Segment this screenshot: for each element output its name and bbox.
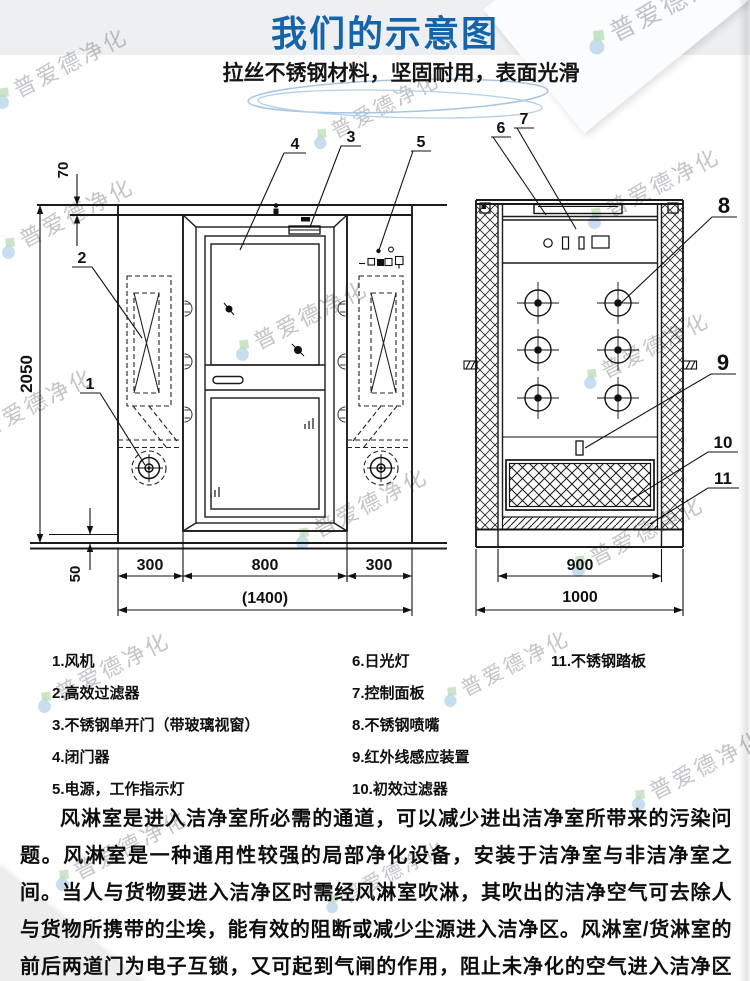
side-view-inner-walls xyxy=(497,204,663,547)
dim-overall-side: 1000 xyxy=(562,589,598,606)
indicator-filled-square xyxy=(377,259,384,266)
product-description: 风淋室是进入洁净室所必需的通道，可以减少进出洁净室所带来的污染问题。风淋室是一种… xyxy=(20,808,732,978)
lamp-corner-block xyxy=(481,204,486,209)
front-view-outline xyxy=(30,204,447,550)
legend-item: 7.控制面板 xyxy=(352,685,425,702)
wall-mount-tabs xyxy=(463,360,698,370)
primary-filter xyxy=(505,459,655,511)
front-view-door xyxy=(182,214,348,532)
infrared-sensor xyxy=(502,436,658,456)
legend-item: 6.日光灯 xyxy=(352,653,410,670)
dim-right-column: 300 xyxy=(366,557,393,574)
fan-crosshairs xyxy=(135,454,395,482)
nozzles xyxy=(517,282,639,419)
power-indicator-cluster xyxy=(359,246,404,269)
callout-1: 1 xyxy=(86,376,95,393)
callout-3: 3 xyxy=(347,129,356,146)
legend-item: 8.不锈钢喷嘴 xyxy=(352,717,440,734)
legend-item: 4.闭门器 xyxy=(52,749,110,766)
callout-7: 7 xyxy=(520,111,529,128)
page-subtitle: 拉丝不锈钢材料，坚固耐用，表面光滑 xyxy=(222,62,580,85)
callout-6: 6 xyxy=(497,120,506,137)
legend-column-3: 11.不锈钢踏板 xyxy=(551,646,646,678)
door-closer xyxy=(288,217,321,235)
callout-8: 8 xyxy=(718,193,730,218)
legend-item: 3.不锈钢单开门（带玻璃视窗） xyxy=(52,717,260,734)
callout-4: 4 xyxy=(291,136,300,153)
callout-numbers: 1 2 3 4 5 6 7 8 9 10 11 xyxy=(78,111,733,488)
left-wall-hatch xyxy=(477,204,498,529)
filter-x-braces xyxy=(133,292,397,394)
control-panel xyxy=(543,235,610,250)
callout-leader-lines xyxy=(72,127,739,525)
steel-pedal xyxy=(501,516,659,531)
legend-column-2: 6.日光灯 7.控制面板 8.不锈钢喷嘴 9.红外线感应装置 10.初效过滤器 xyxy=(352,646,470,806)
callout-2: 2 xyxy=(78,250,87,267)
fluorescent-lamp xyxy=(479,202,679,215)
recess-nozzle-glyphs xyxy=(184,300,346,423)
subtitle-highlight-ellipse xyxy=(247,78,549,119)
dim-door-width: 800 xyxy=(252,557,279,574)
legend-item: 1.风机 xyxy=(52,653,95,670)
legend-item: 10.初效过滤器 xyxy=(352,781,448,798)
legend-item: 5.电源，工作指示灯 xyxy=(52,781,185,798)
fan-center-dot xyxy=(147,466,151,470)
legend-item: 2.高效过滤器 xyxy=(52,685,140,702)
legend-column-1: 1.风机 2.高效过滤器 3.不锈钢单开门（带玻璃视窗） 4.闭门器 5.电源，… xyxy=(52,646,260,806)
air-shower-technical-drawing: 70 2050 50 300 800 300 (1400) 900 1000 1 xyxy=(17,78,739,616)
fan-center-dot xyxy=(379,466,383,470)
callout-11: 11 xyxy=(714,469,732,488)
dimension-lines xyxy=(39,174,684,616)
door-knob-marks xyxy=(210,203,314,497)
dim-base: 50 xyxy=(67,566,84,583)
callout-10: 10 xyxy=(714,433,733,452)
dimension-labels: 70 2050 50 300 800 300 (1400) 900 1000 xyxy=(17,162,598,607)
dim-top-panel: 70 xyxy=(55,162,72,179)
dimension-arrowheads xyxy=(36,196,683,614)
callout-5: 5 xyxy=(417,134,426,151)
fan-symbols xyxy=(137,456,393,480)
legend-item: 11.不锈钢踏板 xyxy=(551,653,647,670)
watermark-text: 普爱德净化 xyxy=(645,725,750,805)
dim-inner-side: 900 xyxy=(567,557,594,574)
dim-left-column: 300 xyxy=(137,557,164,574)
dim-height: 2050 xyxy=(17,355,36,393)
hepa-filter-plenums xyxy=(118,275,412,486)
page-title: 我们的示意图 xyxy=(270,13,499,54)
right-wall-hatch xyxy=(662,204,683,529)
indicator-dot xyxy=(376,248,381,254)
legend-item: 9.红外线感应装置 xyxy=(352,749,470,766)
callout-9: 9 xyxy=(717,350,729,375)
dim-overall-front: (1400) xyxy=(242,590,288,607)
